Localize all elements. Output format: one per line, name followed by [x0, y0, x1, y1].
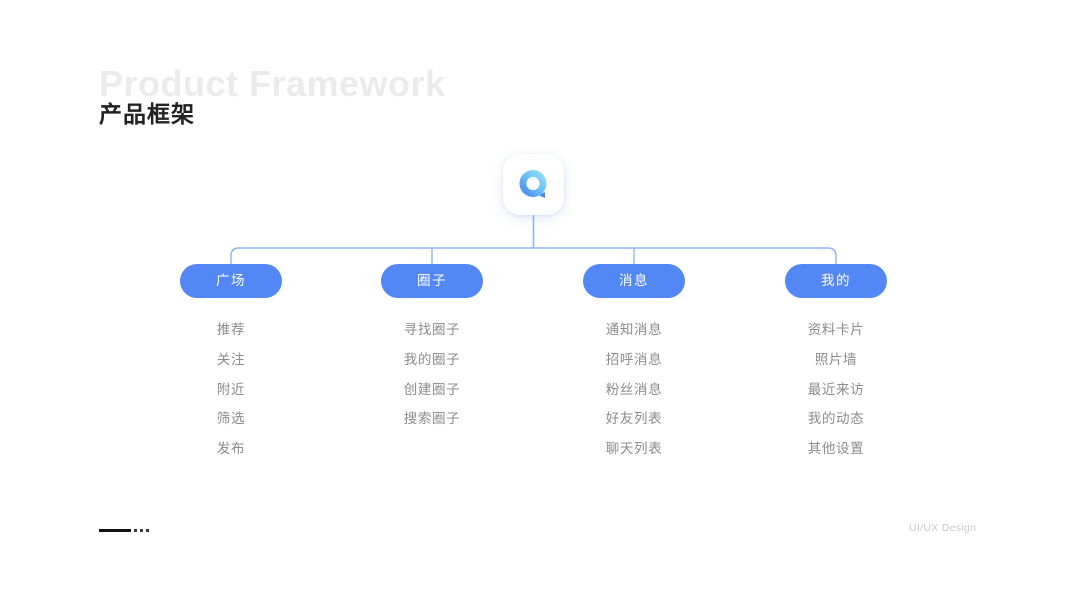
footer-dash-2: [140, 529, 143, 532]
branch-item[interactable]: 照片墙: [814, 351, 858, 367]
branch-item[interactable]: 搜索圈子: [403, 411, 461, 427]
branch-item[interactable]: 好友列表: [605, 411, 663, 427]
footer-dash-1: [134, 529, 137, 532]
branch-item[interactable]: 附近: [216, 381, 246, 397]
footer-decoration-mark: [99, 529, 149, 532]
branch-item[interactable]: 发布: [216, 441, 246, 457]
root-node-logo-card[interactable]: [503, 154, 564, 215]
branch-button-1[interactable]: 圈子: [381, 264, 483, 298]
branch-item[interactable]: 筛选: [216, 411, 246, 427]
page-title-chinese: 产品框架: [99, 101, 195, 127]
page-header: Product Framework 产品框架: [99, 62, 446, 129]
branch-button-2[interactable]: 消息: [583, 264, 685, 298]
branch-item[interactable]: 其他设置: [807, 441, 865, 457]
branch-button-3[interactable]: 我的: [785, 264, 887, 298]
app-logo-q-bubble-icon: [514, 165, 554, 205]
branch-item[interactable]: 聊天列表: [605, 441, 663, 457]
footer-credit-note: UI/UX Design: [909, 522, 977, 534]
footer-bar: [99, 529, 131, 532]
branch-item[interactable]: 关注: [216, 351, 246, 367]
branch-items-column-3: 资料卡片 照片墙 最近来访 我的动态 其他设置: [785, 321, 887, 470]
branch-item[interactable]: 我的圈子: [403, 351, 461, 367]
page-title-english: Product Framework: [99, 63, 446, 104]
branch-items-column-1: 寻找圈子 我的圈子 创建圈子 搜索圈子: [381, 321, 483, 440]
branch-item[interactable]: 招呼消息: [605, 351, 663, 367]
footer-dash-3: [146, 529, 149, 532]
branch-items-column-2: 通知消息 招呼消息 粉丝消息 好友列表 聊天列表: [583, 321, 685, 470]
branch-item[interactable]: 推荐: [216, 322, 246, 337]
branch-item[interactable]: 通知消息: [605, 322, 663, 337]
branch-button-0[interactable]: 广场: [180, 264, 282, 298]
branch-item[interactable]: 寻找圈子: [403, 322, 461, 337]
branch-item[interactable]: 粉丝消息: [605, 381, 663, 397]
branch-item[interactable]: 资料卡片: [807, 322, 865, 337]
branch-item[interactable]: 我的动态: [807, 411, 865, 427]
branch-items-column-0: 推荐 关注 附近 筛选 发布: [180, 321, 282, 470]
branch-item[interactable]: 创建圈子: [403, 381, 461, 397]
branch-item[interactable]: 最近来访: [807, 381, 865, 397]
